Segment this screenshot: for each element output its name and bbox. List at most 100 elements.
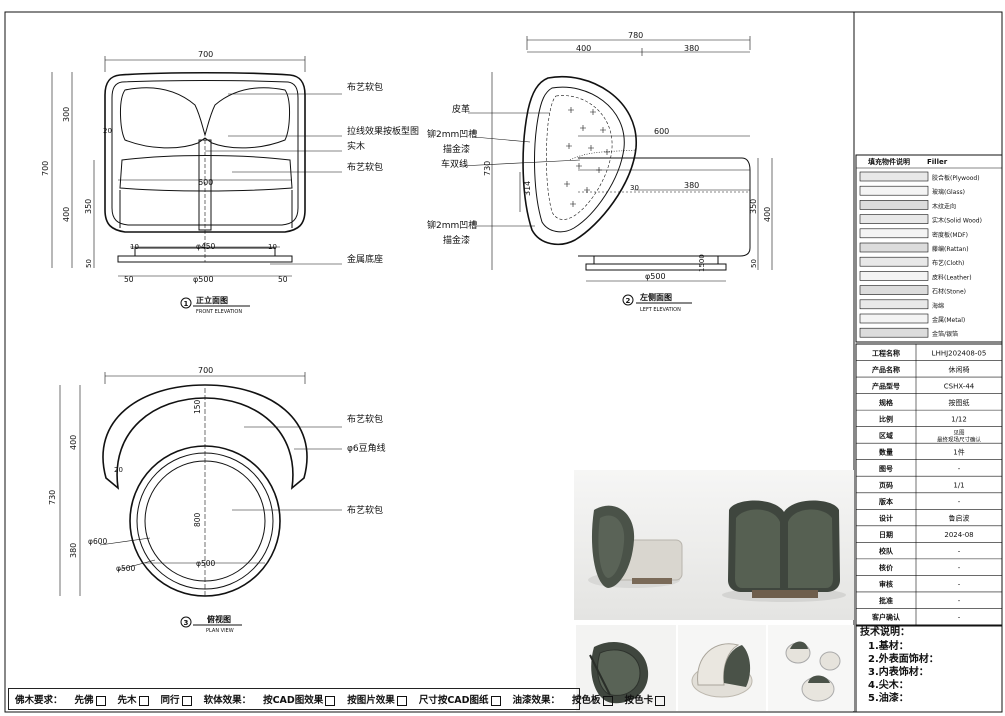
note-item: 1.基材： — [868, 641, 909, 652]
info-value: - — [958, 498, 961, 506]
note-item: 5.油漆： — [868, 693, 909, 704]
svg-text:1500: 1500 — [698, 254, 706, 272]
info-key: 区域 — [879, 431, 893, 440]
option[interactable]: 按色板 — [566, 692, 613, 706]
legend-swatch — [859, 200, 929, 210]
svg-text:φ500: φ500 — [196, 559, 215, 568]
legend-label: 藤编(Rattan) — [932, 245, 969, 253]
svg-text:730: 730 — [48, 490, 57, 505]
checkbox[interactable] — [490, 695, 501, 706]
legend-label: 木纹走向 — [932, 202, 956, 210]
option[interactable]: 先佛 — [69, 692, 106, 706]
svg-text:400: 400 — [62, 207, 71, 222]
legend-label: 玻璃(Glass) — [932, 188, 965, 196]
info-key: 核价 — [879, 563, 894, 572]
info-key: 设计 — [879, 514, 893, 523]
info-key: 页码 — [879, 482, 893, 490]
svg-text:380: 380 — [69, 543, 78, 558]
svg-text:LEFT ELEVATION: LEFT ELEVATION — [640, 307, 681, 313]
legend-swatch — [859, 299, 929, 310]
checkbox[interactable] — [655, 695, 666, 706]
checkbox[interactable] — [396, 695, 407, 706]
svg-text:φ500: φ500 — [193, 275, 214, 284]
svg-text:皮革: 皮革 — [452, 103, 470, 115]
option[interactable]: 按色卡 — [619, 692, 666, 706]
info-value: - — [958, 614, 961, 622]
svg-text:380: 380 — [684, 181, 699, 190]
svg-text:150: 150 — [193, 399, 202, 414]
info-key: 版本 — [879, 497, 893, 506]
info-value: - — [958, 465, 961, 473]
svg-text:布艺软包: 布艺软包 — [347, 504, 383, 516]
checkbox[interactable] — [138, 695, 149, 706]
requirements-bar: 佛木要求： 先佛 先木 同行 软体效果： 按CAD图效果 按图片效果 尺寸按CA… — [8, 688, 666, 710]
svg-text:铆2mm凹槽: 铆2mm凹槽 — [427, 128, 477, 140]
svg-text:填充物件说明: 填充物件说明 — [868, 157, 910, 166]
info-key: 产品名称 — [872, 365, 900, 374]
info-key: 客户确认 — [871, 613, 901, 622]
filler-legend: 填充物件说明 Filler 胶合板(Plywood)玻璃(Glass)木纹走向实… — [855, 154, 1003, 343]
svg-text:350: 350 — [84, 199, 93, 214]
svg-text:50: 50 — [85, 259, 93, 268]
svg-text:730: 730 — [483, 161, 492, 176]
legend-swatch — [859, 185, 929, 196]
info-value: 休闲椅 — [949, 365, 970, 374]
svg-text:314: 314 — [523, 181, 532, 196]
plan-view: 700 150 730 400 380 20 φ600 φ500 800 φ50… — [48, 366, 386, 634]
info-value: CSHX-44 — [944, 382, 975, 390]
info-key: 比例 — [879, 414, 893, 423]
legend-swatch — [859, 285, 929, 295]
option[interactable]: 按图片效果 — [341, 692, 407, 706]
option[interactable]: 按CAD图效果 — [257, 692, 336, 706]
legend-label: 金箔/银箔 — [932, 330, 958, 338]
svg-text:Filler: Filler — [927, 158, 948, 166]
legend-label: 金属(Metal) — [932, 316, 965, 324]
svg-text:φ600: φ600 — [88, 537, 107, 546]
checkbox[interactable] — [325, 695, 336, 706]
svg-text:30: 30 — [630, 184, 639, 192]
svg-text:50: 50 — [124, 275, 134, 284]
legend-swatch — [859, 228, 929, 239]
svg-text:φ500: φ500 — [645, 272, 666, 281]
legend-label: 胶合板(Plywood) — [932, 174, 980, 182]
option[interactable]: 同行 — [155, 692, 192, 706]
svg-text:400: 400 — [576, 44, 591, 53]
svg-text:700: 700 — [41, 161, 50, 176]
info-value: - — [958, 597, 961, 605]
svg-text:10: 10 — [130, 243, 139, 251]
legend-swatch — [859, 271, 929, 281]
note-item: 3.内表饰材： — [868, 667, 929, 678]
checkbox[interactable] — [602, 695, 613, 706]
front-view-title: 正立面图 — [196, 295, 228, 305]
info-key: 工程名称 — [872, 348, 900, 357]
note-item: 2.外表面饰材： — [868, 654, 939, 665]
legend-label: 密度板(MDF) — [932, 231, 968, 239]
option[interactable]: 尺寸按CAD图纸 — [413, 692, 501, 706]
checkbox[interactable] — [95, 695, 106, 706]
svg-text:φ450: φ450 — [196, 242, 215, 251]
svg-text:φ500: φ500 — [116, 564, 135, 573]
svg-text:600: 600 — [654, 127, 669, 136]
svg-text:50: 50 — [278, 275, 288, 284]
svg-text:300: 300 — [62, 107, 71, 122]
info-key: 审核 — [879, 580, 893, 589]
svg-text:描金漆: 描金漆 — [443, 234, 470, 246]
svg-text:700: 700 — [198, 366, 213, 375]
left-elevation: 780 400 380 600 380 30 730 314 350 400 5… — [427, 31, 773, 313]
option[interactable]: 先木 — [112, 692, 149, 706]
group-label: 油漆效果： — [512, 695, 561, 706]
svg-text:金属底座: 金属底座 — [347, 253, 383, 265]
svg-text:布艺软包: 布艺软包 — [347, 81, 383, 93]
svg-text:380: 380 — [684, 44, 699, 53]
svg-text:400: 400 — [763, 207, 772, 222]
checkbox[interactable] — [181, 695, 192, 706]
svg-text:拉线效果按板型图: 拉线效果按板型图 — [347, 125, 419, 137]
info-key: 日期 — [879, 530, 893, 539]
plan-view-title: 俯视图 — [207, 614, 231, 624]
legend-label: 石材(Stone) — [932, 288, 966, 296]
legend-label: 海绵 — [932, 302, 944, 310]
group-label: 佛木要求： — [15, 695, 63, 706]
info-value: 见图 — [953, 428, 965, 436]
svg-text:780: 780 — [628, 31, 643, 40]
info-value: 按图纸 — [949, 398, 970, 407]
